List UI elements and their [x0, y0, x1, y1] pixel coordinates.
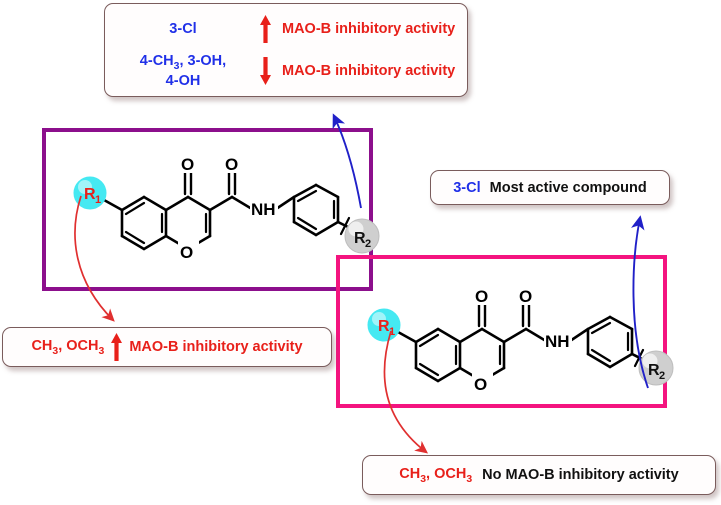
- activity-text-left: MAO-B inhibitory activity: [129, 339, 303, 355]
- svg-text:NH: NH: [251, 200, 276, 219]
- r1-bubble-bottom: R 1: [367, 308, 401, 342]
- molecule-frame-pink: [336, 255, 667, 408]
- substituent-label-3-cl-active: 3-Cl: [453, 179, 481, 196]
- up-arrow-icon: [110, 332, 123, 362]
- down-arrow-icon: [259, 56, 272, 86]
- activity-text-increase: MAO-B inhibitory activity: [282, 21, 456, 37]
- callout-top-row-2: 4-CH3, 3-OH, 4-OH MAO-B inhibitory activ…: [113, 50, 459, 92]
- svg-text:NH: NH: [545, 332, 570, 351]
- svg-text:O: O: [519, 287, 532, 306]
- callout-box-most-active: 3-Cl Most active compound: [430, 170, 670, 205]
- substituent-label-4-ch3-3-oh-4-oh: 4-CH3, 3-OH, 4-OH: [139, 53, 227, 89]
- svg-text:1: 1: [95, 194, 101, 206]
- svg-text:O: O: [225, 155, 238, 174]
- svg-text:O: O: [475, 287, 488, 306]
- activity-text-decrease: MAO-B inhibitory activity: [282, 63, 456, 79]
- svg-text:R: R: [648, 362, 660, 379]
- activity-text-bottom: No MAO-B inhibitory activity: [482, 466, 679, 483]
- callout-box-top: 3-Cl MAO-B inhibitory activity 4-CH3, 3-…: [104, 3, 468, 97]
- molecule-frame-purple: [42, 128, 373, 291]
- svg-text:O: O: [181, 155, 194, 174]
- substituent-label-3-cl: 3-Cl: [169, 20, 197, 37]
- callout-box-bottom: CH3, OCH3 No MAO-B inhibitory activity: [362, 455, 716, 495]
- callout-box-left: CH3, OCH3 MAO-B inhibitory activity: [2, 327, 332, 367]
- r1-bubble-top: R 1: [73, 176, 107, 210]
- svg-text:O: O: [474, 375, 487, 394]
- molecule-chromone-carboxamide-bottom: R 1 R 2 O O O NH: [367, 286, 674, 394]
- molecule-chromone-carboxamide-top: R 1 R 2 O O O NH: [73, 154, 380, 262]
- svg-text:1: 1: [389, 326, 395, 338]
- svg-text:R: R: [378, 318, 390, 335]
- svg-text:2: 2: [659, 370, 665, 382]
- most-active-compound-text: Most active compound: [489, 179, 647, 196]
- svg-text:2: 2: [365, 238, 371, 250]
- substituent-label-ch3-och3-bottom: CH3, OCH3: [399, 465, 473, 485]
- callout-top-row-1: 3-Cl MAO-B inhibitory activity: [113, 8, 459, 50]
- substituent-label-ch3-och3-left: CH3, OCH3: [31, 337, 105, 357]
- svg-text:R: R: [354, 230, 366, 247]
- up-arrow-icon: [259, 14, 272, 44]
- r2-bubble-top: R 2: [344, 218, 380, 254]
- svg-text:O: O: [180, 243, 193, 262]
- r2-bubble-bottom: R 2: [638, 350, 674, 386]
